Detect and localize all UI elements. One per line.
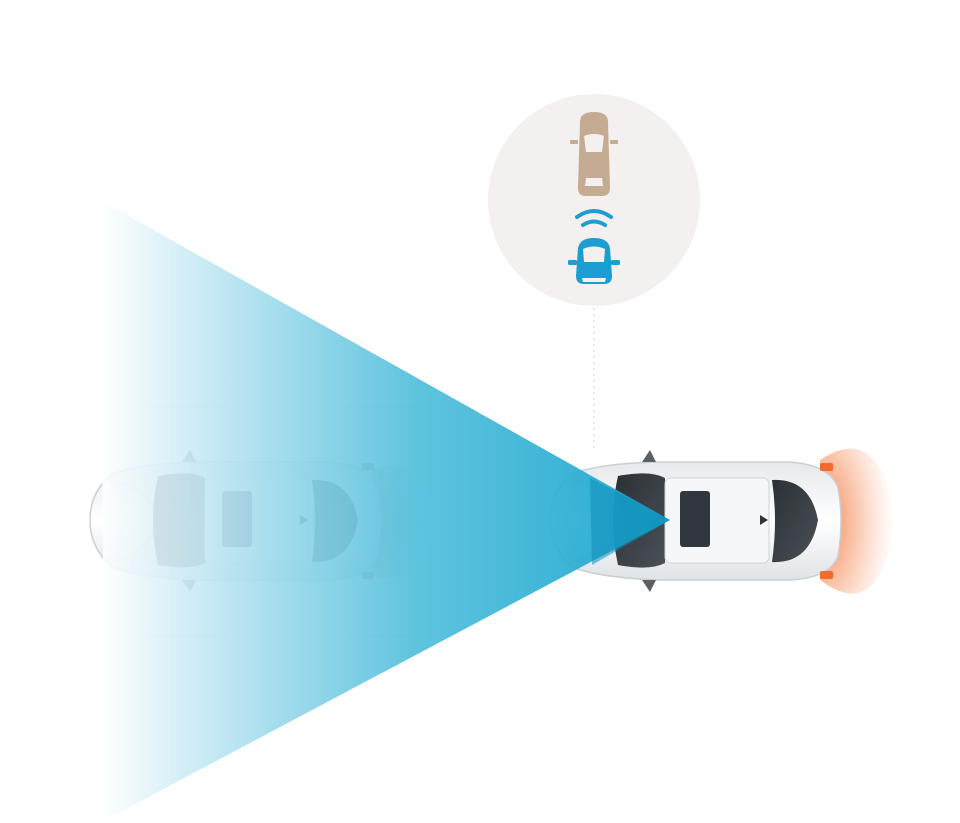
car-front-icon	[568, 238, 620, 284]
rear-window	[772, 479, 818, 563]
detection-badge	[488, 94, 700, 306]
sunroof	[680, 491, 710, 547]
antenna	[760, 515, 768, 525]
beam-tip	[590, 478, 670, 565]
tail-light	[820, 463, 833, 471]
tail-light	[820, 571, 833, 579]
wireless-signal-icon	[575, 209, 613, 227]
badge-circle	[488, 94, 700, 306]
radar-beam	[100, 200, 670, 820]
side-mirror	[642, 450, 656, 462]
car-icon	[570, 112, 618, 196]
side-mirror	[642, 580, 656, 592]
rear-light-glow	[820, 448, 895, 594]
